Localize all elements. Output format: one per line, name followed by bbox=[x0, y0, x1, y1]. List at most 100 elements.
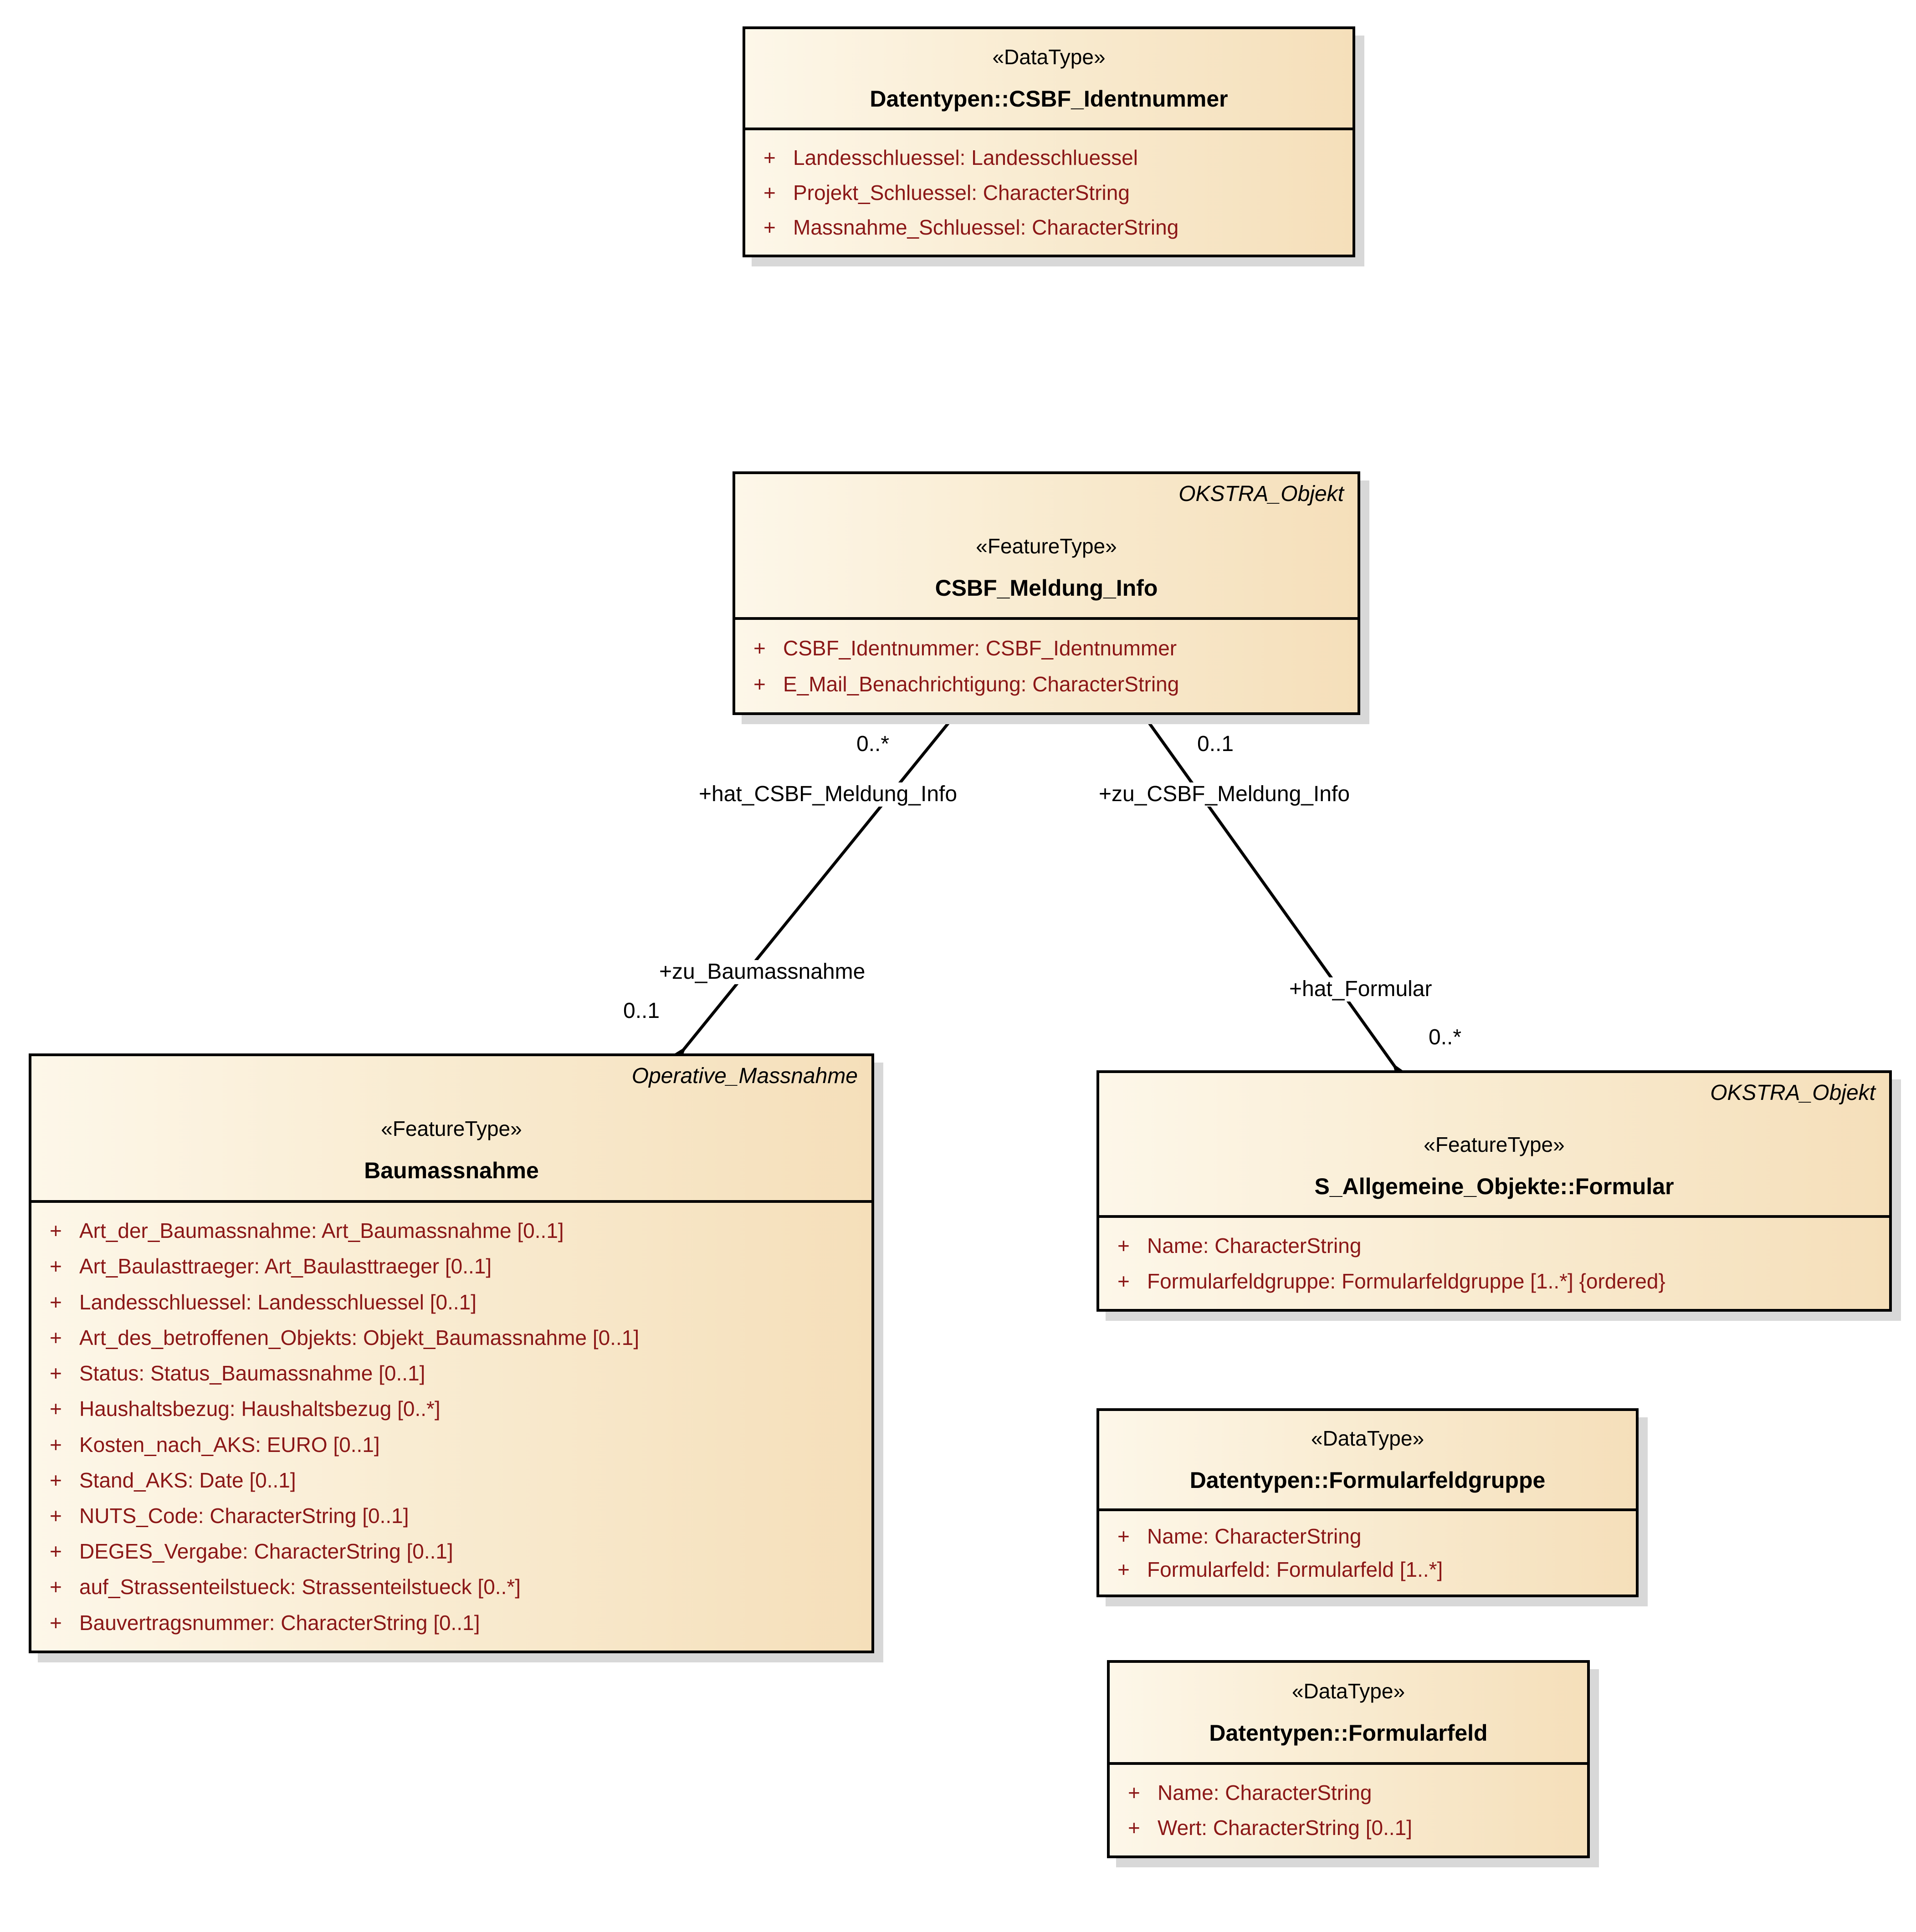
visibility-symbol: + bbox=[753, 636, 766, 660]
attribute-row: + Landesschluessel: Landesschluessel bbox=[745, 145, 1352, 170]
attributes-compartment: + Landesschluessel: Landesschluessel + P… bbox=[745, 128, 1352, 255]
class-name: Datentypen::Formularfeldgruppe bbox=[1189, 1467, 1546, 1493]
class-box-formularfeldgruppe: «DataType» Datentypen::Formularfeldgrupp… bbox=[1096, 1408, 1639, 1597]
class-box-formularfeld: «DataType» Datentypen::Formularfeld + Na… bbox=[1107, 1660, 1590, 1858]
attribute-row: + Formularfeld: Formularfeld [1..*] bbox=[1099, 1557, 1636, 1582]
class-name: Baumassnahme bbox=[364, 1157, 539, 1183]
attribute-text: Art_Baulasttraeger: Art_Baulasttraeger [… bbox=[79, 1254, 492, 1278]
class-box-csbf-identnummer: «DataType» Datentypen::CSBF_Identnummer … bbox=[743, 26, 1355, 257]
attribute-row: + Art_Baulasttraeger: Art_Baulasttraeger… bbox=[31, 1254, 871, 1278]
multiplicity-label: 0..1 bbox=[1197, 732, 1234, 756]
attribute-row: + Art_der_Baumassnahme: Art_Baumassnahme… bbox=[31, 1218, 871, 1243]
attribute-text: NUTS_Code: CharacterString [0..1] bbox=[79, 1503, 409, 1528]
attribute-row: + Name: CharacterString bbox=[1110, 1780, 1587, 1805]
visibility-symbol: + bbox=[763, 180, 776, 204]
attribute-row: + Stand_AKS: Date [0..1] bbox=[31, 1468, 871, 1492]
title-compartment: OKSTRA_Objekt «FeatureType» CSBF_Meldung… bbox=[735, 474, 1358, 617]
attribute-row: + Massnahme_Schluessel: CharacterString bbox=[745, 215, 1352, 240]
class-name: CSBF_Meldung_Info bbox=[935, 575, 1158, 601]
visibility-symbol: + bbox=[763, 145, 776, 169]
class-box-formular: OKSTRA_Objekt «FeatureType» S_Allgemeine… bbox=[1096, 1070, 1892, 1312]
attribute-text: Formularfeldgruppe: Formularfeldgruppe [… bbox=[1147, 1269, 1665, 1293]
visibility-symbol: + bbox=[50, 1397, 62, 1421]
attribute-text: Name: CharacterString bbox=[1147, 1234, 1362, 1257]
multiplicity-label: 0..* bbox=[856, 732, 890, 756]
attribute-row: + Name: CharacterString bbox=[1099, 1233, 1889, 1258]
attribute-text: Art_des_betroffenen_Objekts: Objekt_Baum… bbox=[79, 1325, 640, 1349]
parent-annotation: Operative_Massnahme bbox=[631, 1064, 858, 1088]
attribute-row: + Bauvertragsnummer: CharacterString [0.… bbox=[31, 1610, 871, 1635]
attribute-row: + Formularfeldgruppe: Formularfeldgruppe… bbox=[1099, 1269, 1889, 1293]
multiplicity-label: 0..1 bbox=[623, 999, 660, 1023]
visibility-symbol: + bbox=[50, 1503, 62, 1528]
attribute-row: + E_Mail_Benachrichtigung: CharacterStri… bbox=[735, 672, 1358, 696]
class-stereotype: «DataType» bbox=[992, 45, 1106, 69]
class-name: Datentypen::Formularfeld bbox=[1209, 1720, 1488, 1746]
visibility-symbol: + bbox=[50, 1539, 62, 1564]
visibility-symbol: + bbox=[1117, 1557, 1130, 1581]
title-compartment: «DataType» Datentypen::Formularfeldgrupp… bbox=[1099, 1411, 1636, 1508]
class-stereotype: «FeatureType» bbox=[381, 1116, 522, 1140]
visibility-symbol: + bbox=[50, 1290, 62, 1314]
class-stereotype: «DataType» bbox=[1311, 1426, 1424, 1450]
class-name: S_Allgemeine_Objekte::Formular bbox=[1314, 1173, 1674, 1199]
attribute-text: Projekt_Schluessel: CharacterString bbox=[793, 180, 1130, 204]
attributes-compartment: + Name: CharacterString + Formularfeldgr… bbox=[1099, 1215, 1889, 1309]
class-box-baumassnahme: Operative_Massnahme «FeatureType» Baumas… bbox=[29, 1053, 874, 1653]
attribute-row: + Kosten_nach_AKS: EURO [0..1] bbox=[31, 1432, 871, 1457]
visibility-symbol: + bbox=[1117, 1524, 1130, 1549]
association-meldung-to-baumassnahme bbox=[682, 716, 955, 1052]
attribute-text: DEGES_Vergabe: CharacterString [0..1] bbox=[79, 1539, 453, 1564]
visibility-symbol: + bbox=[50, 1325, 62, 1349]
attribute-row: + Art_des_betroffenen_Objekts: Objekt_Ba… bbox=[31, 1325, 871, 1350]
role-label: +hat_CSBF_Meldung_Info bbox=[699, 782, 958, 807]
parent-annotation: OKSTRA_Objekt bbox=[1710, 1081, 1875, 1105]
attribute-text: Massnahme_Schluessel: CharacterString bbox=[793, 215, 1179, 240]
class-name: Datentypen::CSBF_Identnummer bbox=[870, 86, 1228, 112]
title-compartment: «DataType» Datentypen::CSBF_Identnummer bbox=[745, 29, 1352, 128]
association-meldung-to-formular bbox=[1143, 716, 1396, 1068]
multiplicity-label: 0..* bbox=[1429, 1025, 1462, 1050]
attribute-text: Status: Status_Baumassnahme [0..1] bbox=[79, 1361, 425, 1385]
visibility-symbol: + bbox=[50, 1254, 62, 1278]
visibility-symbol: + bbox=[1117, 1234, 1130, 1257]
attribute-text: Name: CharacterString bbox=[1158, 1780, 1372, 1804]
visibility-symbol: + bbox=[1128, 1816, 1140, 1840]
attribute-row: + Landesschluessel: Landesschluessel [0.… bbox=[31, 1290, 871, 1314]
visibility-symbol: + bbox=[1117, 1269, 1130, 1293]
title-compartment: «DataType» Datentypen::Formularfeld bbox=[1110, 1663, 1587, 1762]
attribute-text: Landesschluessel: Landesschluessel bbox=[793, 145, 1138, 169]
class-stereotype: «FeatureType» bbox=[976, 534, 1117, 558]
visibility-symbol: + bbox=[50, 1432, 62, 1457]
role-label: +zu_Baumassnahme bbox=[659, 960, 866, 984]
attribute-row: + NUTS_Code: CharacterString [0..1] bbox=[31, 1503, 871, 1528]
visibility-symbol: + bbox=[763, 215, 776, 240]
attribute-text: E_Mail_Benachrichtigung: CharacterString bbox=[783, 672, 1179, 696]
attributes-compartment: + CSBF_Identnummer: CSBF_Identnummer + E… bbox=[735, 617, 1358, 712]
attribute-row: + Haushaltsbezug: Haushaltsbezug [0..*] bbox=[31, 1396, 871, 1421]
class-box-csbf-meldung-info: OKSTRA_Objekt «FeatureType» CSBF_Meldung… bbox=[733, 471, 1360, 715]
attribute-text: Formularfeld: Formularfeld [1..*] bbox=[1147, 1557, 1443, 1581]
visibility-symbol: + bbox=[50, 1219, 62, 1243]
role-label: +zu_CSBF_Meldung_Info bbox=[1099, 782, 1350, 807]
attribute-text: Landesschluessel: Landesschluessel [0..1… bbox=[79, 1290, 477, 1314]
role-label: +hat_Formular bbox=[1289, 977, 1432, 1002]
visibility-symbol: + bbox=[50, 1361, 62, 1385]
visibility-symbol: + bbox=[50, 1575, 62, 1599]
title-compartment: OKSTRA_Objekt «FeatureType» S_Allgemeine… bbox=[1099, 1073, 1889, 1215]
attribute-row: + auf_Strassenteilstueck: Strassenteilst… bbox=[31, 1574, 871, 1599]
attribute-text: Haushaltsbezug: Haushaltsbezug [0..*] bbox=[79, 1397, 441, 1421]
attribute-text: CSBF_Identnummer: CSBF_Identnummer bbox=[783, 636, 1177, 660]
visibility-symbol: + bbox=[50, 1468, 62, 1492]
class-stereotype: «DataType» bbox=[1291, 1679, 1405, 1703]
attribute-row: + DEGES_Vergabe: CharacterString [0..1] bbox=[31, 1539, 871, 1564]
visibility-symbol: + bbox=[50, 1610, 62, 1635]
visibility-symbol: + bbox=[1128, 1780, 1140, 1804]
attribute-row: + CSBF_Identnummer: CSBF_Identnummer bbox=[735, 636, 1358, 660]
attributes-compartment: + Name: CharacterString + Wert: Characte… bbox=[1110, 1762, 1587, 1855]
class-stereotype: «FeatureType» bbox=[1424, 1132, 1565, 1156]
parent-annotation: OKSTRA_Objekt bbox=[1178, 482, 1344, 506]
attribute-text: auf_Strassenteilstueck: Strassenteilstue… bbox=[79, 1575, 521, 1599]
